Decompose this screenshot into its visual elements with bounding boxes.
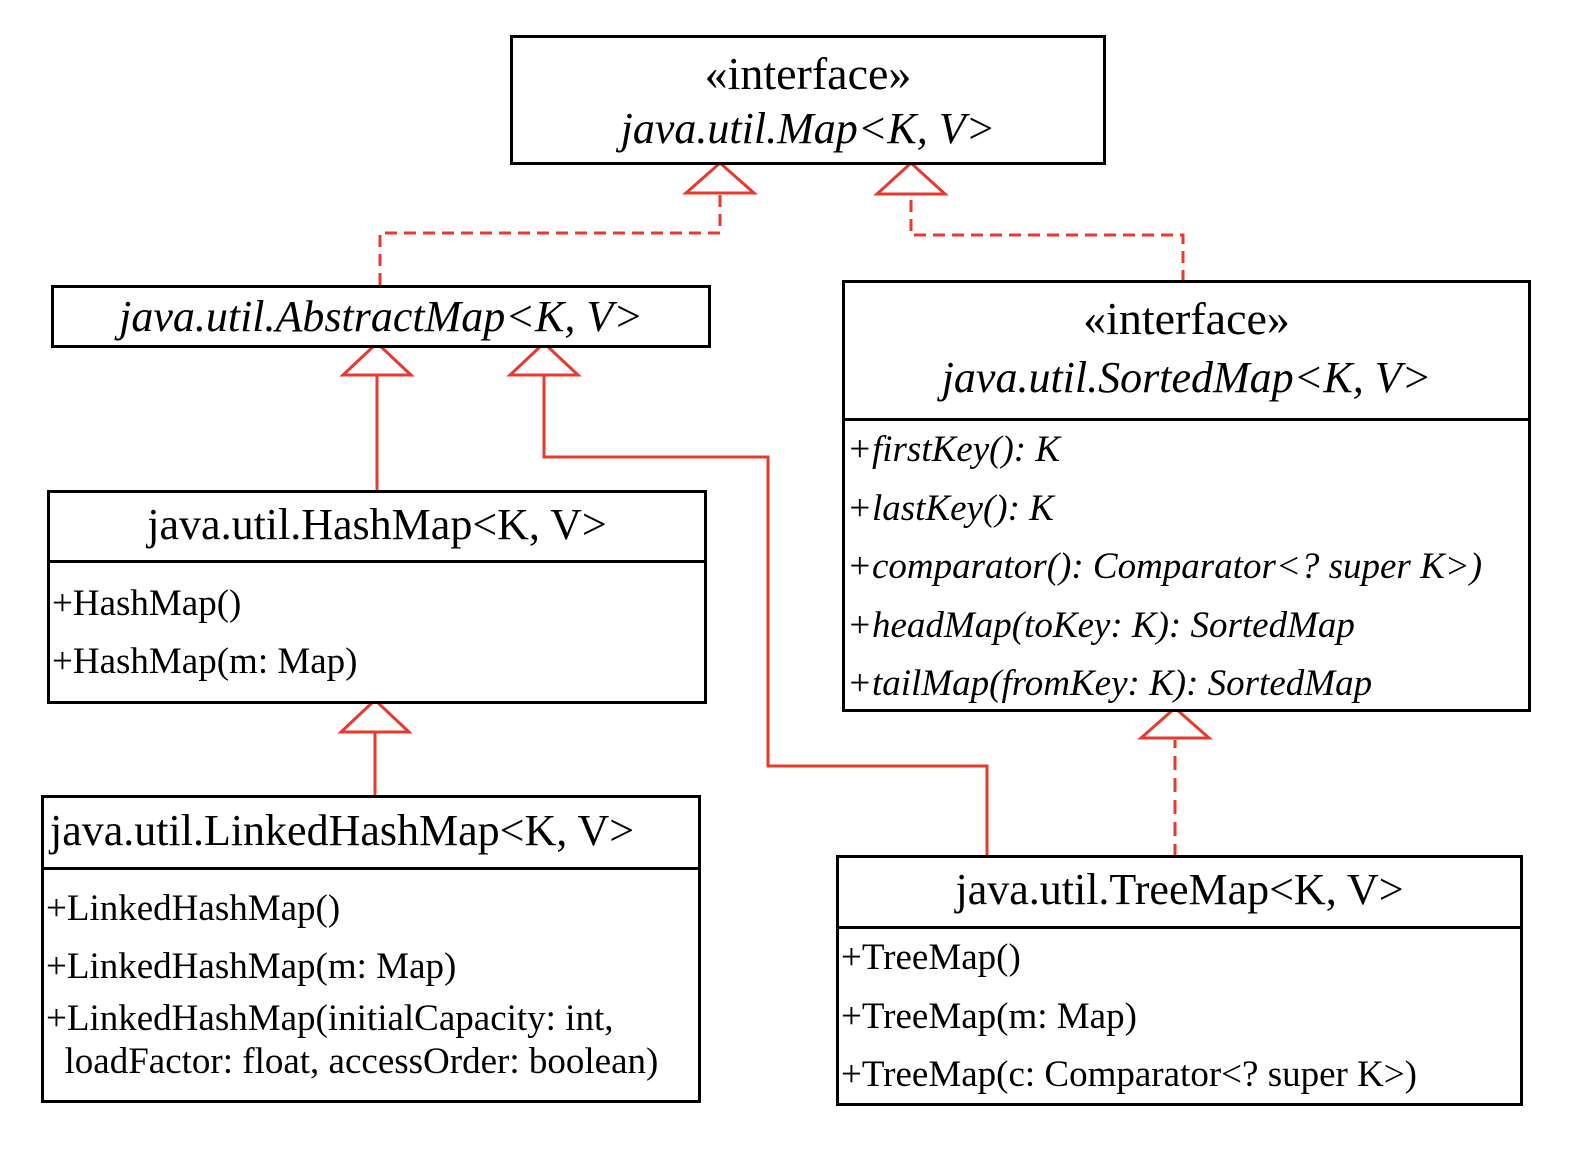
arrowhead-abstractmap-right: [506, 340, 582, 377]
method-lastkey: +lastKey(): K: [847, 487, 1054, 529]
constructor-hashmap: +HashMap(): [52, 583, 242, 624]
edge-treemap-to-abstractmap: [542, 375, 989, 855]
edge-sortedmap-to-map: [909, 195, 1185, 282]
edge-abstractmap-to-map: [378, 193, 722, 285]
class-hashmap: java.util.HashMap<K, V> +HashMap() +Hash…: [47, 490, 707, 704]
class-sortedmap-interface: «interface» java.util.SortedMap<K, V> +f…: [842, 280, 1531, 712]
class-map-interface: «interface» java.util.Map<K, V>: [510, 35, 1106, 165]
stereotype-label: «interface»: [1083, 293, 1290, 344]
class-name: java.util.HashMap<K, V>: [147, 500, 607, 549]
stereotype-label: «interface»: [704, 48, 912, 99]
arrowhead-sortedmap: [1137, 705, 1213, 740]
constructor-linkedhashmap-full: +LinkedHashMap(initialCapacity: int,: [46, 998, 614, 1039]
constructor-treemap-map: +TreeMap(m: Map): [841, 995, 1137, 1037]
arrowhead-map-left: [682, 160, 758, 195]
arrowhead-map-right: [873, 160, 949, 196]
method-firstkey: +firstKey(): K: [847, 429, 1061, 470]
class-name: java.util.TreeMap<K, V>: [955, 865, 1404, 914]
constructor-treemap-comparator: +TreeMap(c: Comparator<? super K>): [841, 1054, 1417, 1095]
arrowhead-hashmap: [337, 697, 413, 734]
constructor-hashmap-map: +HashMap(m: Map): [52, 641, 358, 682]
method-tailmap: +tailMap(fromKey: K): SortedMap: [847, 663, 1373, 704]
arrowhead-abstractmap-left: [339, 340, 415, 377]
constructor-linkedhashmap: +LinkedHashMap(): [46, 888, 341, 929]
method-comparator: +comparator(): Comparator<? super K>): [847, 546, 1483, 587]
class-treemap: java.util.TreeMap<K, V> +TreeMap() +Tree…: [836, 855, 1523, 1106]
constructor-linkedhashmap-full-continued: loadFactor: float, accessOrder: boolean): [46, 1041, 659, 1082]
class-linkedhashmap: java.util.LinkedHashMap<K, V> +LinkedHas…: [41, 795, 701, 1103]
constructor-treemap: +TreeMap(): [841, 937, 1021, 978]
constructor-linkedhashmap-map: +LinkedHashMap(m: Map): [46, 946, 457, 987]
class-name: java.util.Map<K, V>: [620, 104, 996, 153]
class-name: java.util.LinkedHashMap<K, V>: [50, 806, 635, 855]
method-headmap: +headMap(toKey: K): SortedMap: [847, 604, 1355, 646]
class-name: java.util.AbstractMap<K, V>: [119, 292, 643, 341]
class-name: java.util.SortedMap<K, V>: [941, 353, 1432, 402]
class-abstract-map: java.util.AbstractMap<K, V>: [51, 285, 711, 348]
